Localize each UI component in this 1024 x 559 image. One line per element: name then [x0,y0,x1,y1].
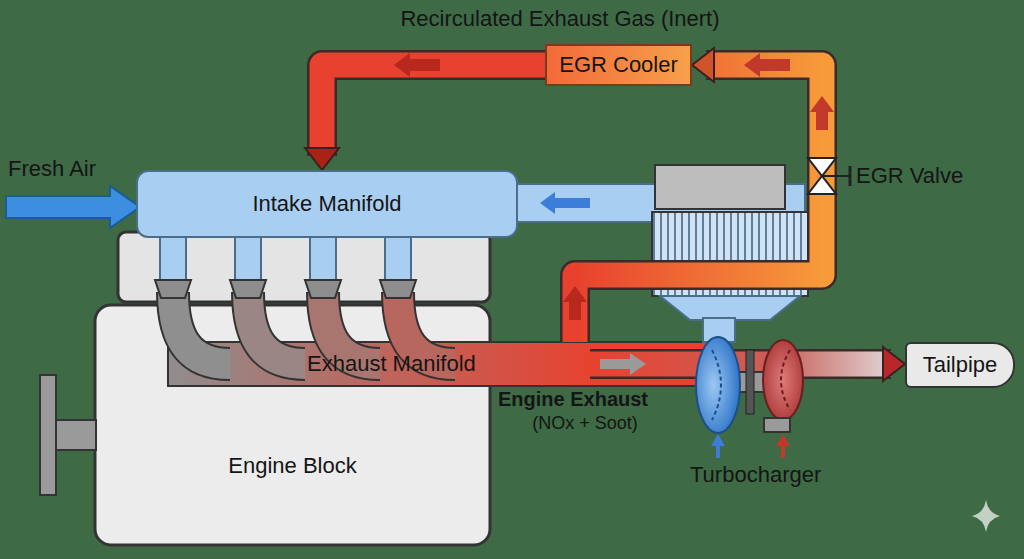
pipe-fill [322,65,545,156]
turbocharger-symbol [696,337,803,458]
node-text: Engine Block [228,453,356,479]
exhaust-manifold-pipe: Exhaust Manifold [265,342,590,386]
emissions-label: (NOx + Soot) [532,413,638,434]
flow-title: Recirculated Exhaust Gas (Inert) [400,6,719,32]
exhaust-label: Engine Exhaust [498,388,648,411]
arrow-head [305,148,339,170]
valve-label: EGR Valve [856,163,963,189]
intake-manifold-box: Intake Manifold [136,170,518,238]
gas-pipe-connector [575,48,822,342]
intercooler-tank [655,165,785,209]
arrow-head [692,48,714,82]
pipe-fill [575,65,822,342]
arrow-head [883,347,905,381]
engine-block: Engine Block [95,305,490,545]
watermark-sparkle [972,500,1000,532]
intercooler-outlet [660,296,800,320]
egr-valve-symbol [808,158,850,194]
inlet-label: Fresh Air [8,156,96,182]
node-text: Intake Manifold [252,191,401,217]
tailpipe-cylinder: Tailpipe [905,342,1015,388]
pulley [40,375,56,495]
egr-cooler-box: EGR Cooler [545,44,692,86]
pipe-outline [575,65,822,342]
cylinder-head [118,232,490,302]
node-text: EGR Cooler [559,52,678,78]
pulley-shaft [56,420,96,450]
flow-arrow [540,192,590,214]
turbo-label: Turbocharger [690,462,821,488]
intake-runners [160,234,411,288]
node-text: Tailpipe [923,352,998,378]
pipe-outline [322,65,545,156]
fresh-air-arrow [6,186,140,228]
gas-pipe-connector [305,65,545,170]
node-text: Exhaust Manifold [307,351,476,377]
port-flanges [155,280,416,298]
